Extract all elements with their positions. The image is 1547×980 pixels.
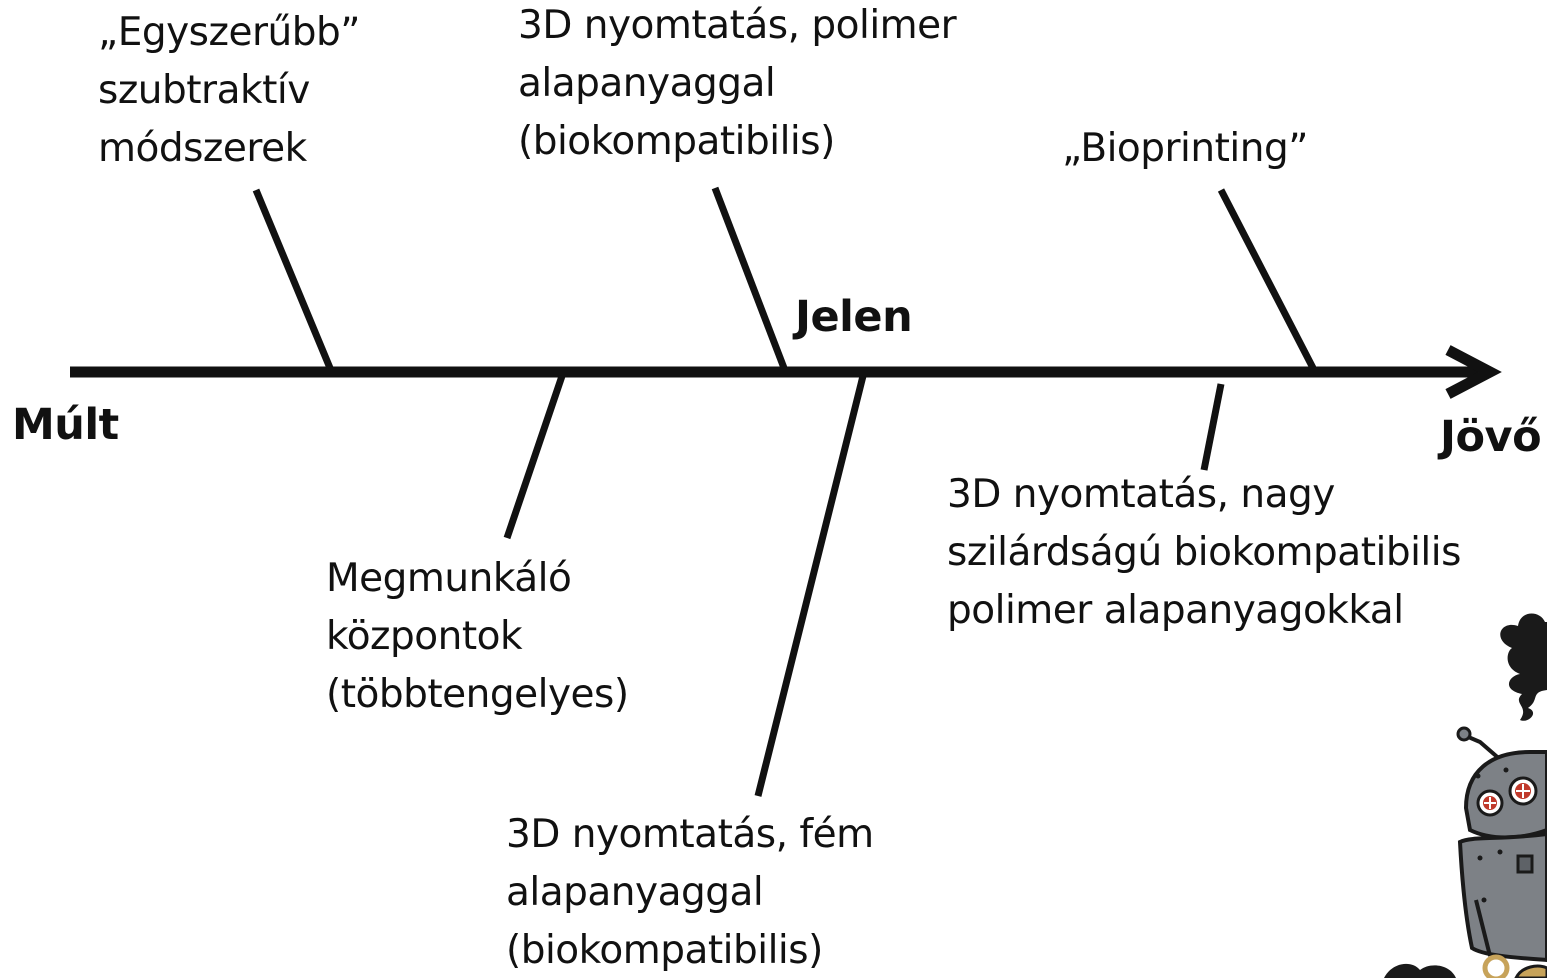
- polymer-printing-label: 3D nyomtatás, polimer alapanyaggal (biok…: [518, 0, 957, 171]
- branch-bioprinting: [1217, 188, 1317, 370]
- branch-subtractive: [252, 188, 334, 370]
- high-strength-polymer-label: 3D nyomtatás, nagy szilárdságú biokompat…: [947, 466, 1461, 640]
- label-line: „Egyszerűbb”: [98, 10, 360, 55]
- label-line: alapanyaggal: [506, 870, 764, 915]
- branch-polymer: [711, 186, 788, 370]
- robot-antenna-tip: [1456, 726, 1472, 742]
- present-label: Jelen: [795, 292, 913, 342]
- robot-arm: [1474, 899, 1492, 957]
- label-line: 3D nyomtatás, nagy: [947, 472, 1335, 517]
- timeline-arrowhead: [1445, 345, 1502, 399]
- label-line: Megmunkáló: [326, 556, 572, 601]
- bioprinting-label: „Bioprinting”: [1062, 120, 1308, 178]
- robot-hand-ring: [1482, 954, 1510, 978]
- label-line: (biokompatibilis): [506, 928, 823, 973]
- label-line: módszerek: [98, 126, 307, 171]
- robot-eye-left: [1476, 789, 1504, 817]
- branch-machining: [503, 374, 566, 540]
- robot-panel: [1516, 854, 1534, 874]
- label-line: (biokompatibilis): [518, 119, 835, 164]
- label-line: szilárdságú biokompatibilis: [947, 530, 1461, 575]
- label-line: (többtengelyes): [326, 672, 629, 717]
- metal-printing-label: 3D nyomtatás, fém alapanyaggal (biokompa…: [506, 806, 874, 980]
- label-line: szubtraktív: [98, 68, 310, 113]
- label-line: 3D nyomtatás, polimer: [518, 3, 957, 48]
- robot-ground: [1384, 963, 1456, 978]
- label-line: alapanyaggal: [518, 61, 776, 106]
- label-line: központok: [326, 614, 523, 659]
- smoke-icon: [1500, 613, 1547, 721]
- branch-high-strength: [1200, 383, 1225, 471]
- label-line: 3D nyomtatás, fém: [506, 812, 874, 857]
- robot-icon: [1384, 613, 1547, 978]
- branch-metal: [754, 375, 867, 797]
- future-label: Jövő: [1440, 412, 1542, 462]
- robot-eye-right: [1508, 776, 1538, 806]
- label-line: polimer alapanyagokkal: [947, 588, 1404, 633]
- robot-body: [1457, 831, 1547, 963]
- robot-head: [1463, 750, 1547, 840]
- label-line: „Bioprinting”: [1062, 126, 1308, 171]
- subtractive-methods-label: „Egyszerűbb” szubtraktív módszerek: [98, 4, 360, 178]
- past-label: Múlt: [12, 400, 119, 450]
- machining-centers-label: Megmunkáló központok (többtengelyes): [326, 550, 629, 724]
